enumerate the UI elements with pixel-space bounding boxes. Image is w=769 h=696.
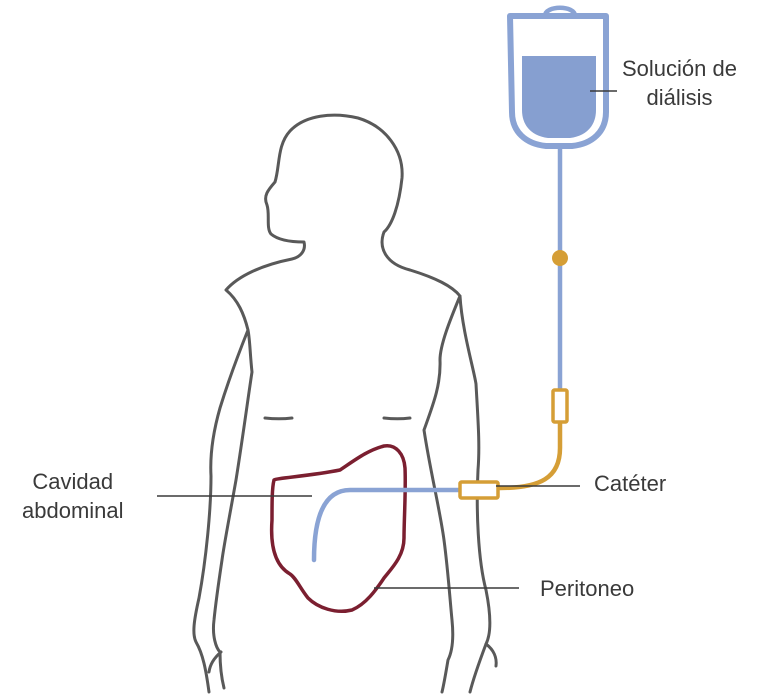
clamp-dot-icon [552,250,568,266]
bag-solution-fill [522,56,596,138]
iv-bag-icon [507,5,609,149]
solution-label: Solución de diálisis [622,54,737,112]
solution-label-line-1: Solución de [622,56,737,81]
human-body-outline [192,113,498,694]
torso-right-contour [382,416,412,421]
bag-outline [507,13,609,149]
solution-label-line-2: diálisis [646,85,713,110]
body-silhouette [192,113,492,694]
peritoneum-label: Peritoneo [540,576,635,601]
catheter-label: Catéter [594,471,667,496]
horizontal-connector-icon [458,480,500,500]
abdominal-cavity-label: Cavidad abdominal [22,467,124,525]
catheter-tube [497,419,563,491]
leader-lines [157,90,617,589]
cavity-label-line-2: abdominal [22,498,124,523]
torso-left-contour [263,416,294,421]
left-arm-detail [207,650,223,674]
vertical-connector-icon [551,388,569,424]
abdominal-tube [311,487,463,563]
peritoneum-outline [269,444,408,613]
right-arm-detail [484,642,498,668]
cavity-label-line-1: Cavidad [32,469,114,494]
